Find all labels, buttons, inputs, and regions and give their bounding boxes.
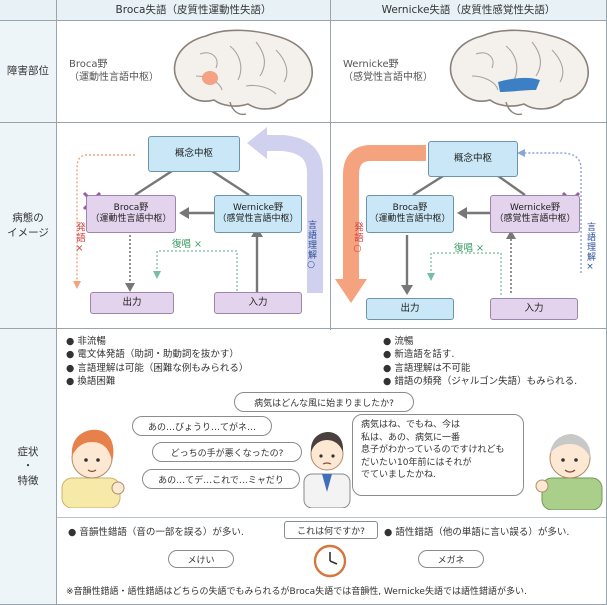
- list-item: ● 新造語を話す.: [383, 349, 455, 361]
- brain-right-illustration: [449, 29, 589, 116]
- left-wernicke-box: Wernicke野 （感覚性言語中枢）: [214, 195, 302, 233]
- brain-left-illustration: [173, 29, 313, 116]
- broca-paraphasia-note: ● 音韻性錯語（音の一部を誤る）が多い.: [68, 527, 244, 538]
- broca-patient-illustration: [61, 429, 125, 508]
- wernicke-header: Wernicke失語（皮質性感覚性失語）: [331, 0, 606, 20]
- wernicke-symptom-list: ● 流暢 ● 新造語を話す. ● 言語理解は不可能 ● 錯語の頻発（ジャルゴン失…: [383, 335, 577, 389]
- broca-answer-1: あの…びょうり…てがネ…: [132, 416, 272, 436]
- right-concept-center: 概念中枢: [428, 141, 518, 177]
- wernicke-glasses-answer: メガネ: [418, 550, 484, 568]
- list-item: ● 流暢: [383, 336, 414, 347]
- list-item: ● 非流暢: [66, 336, 106, 347]
- right-broca-box: Broca野 （運動性言語中枢）: [366, 195, 454, 233]
- right-repeat-label: 復唱 ×: [454, 243, 485, 254]
- row-label-image: 病態の イメージ: [0, 123, 56, 328]
- right-speech-label: 発語○: [352, 222, 363, 255]
- list-item: ● 換語困難: [66, 376, 116, 388]
- list-item: ● 錯語の頻発（ジャルゴン失語）もみられる.: [383, 376, 578, 388]
- row-label-lesion: 障害部位: [0, 21, 56, 122]
- wernicke-area-label: Wernicke野 （感覚性言語中枢）: [343, 59, 433, 83]
- left-concept-center: 概念中枢: [148, 136, 240, 172]
- left-speech-label: 発語×: [74, 222, 85, 255]
- left-input-box: 入力: [214, 292, 302, 314]
- doctor-illustration: [303, 432, 351, 508]
- footnote: ※音韻性錯語・語性錯語はどちらの失語でもみられるがBroca失語では音韻性, W…: [66, 587, 527, 597]
- right-input-box: 入力: [490, 298, 578, 320]
- doctor-question-2: どっちの手が悪くなったの?: [152, 442, 302, 462]
- broca-header: Broca失語（皮質性運動性失語）: [57, 0, 330, 20]
- broca-area-label: Broca野 （運動性言語中枢）: [69, 59, 159, 83]
- corner-cell: [0, 0, 56, 20]
- broca-answer-2: あの…てデ…これで…ミャだり: [142, 469, 300, 489]
- left-comprehension-label: 言語理解○: [306, 220, 316, 271]
- left-broca-box: Broca野 （運動性言語中枢）: [86, 195, 176, 233]
- wernicke-answer: 病気はね、でもね、今は 私は、あの、病気に一番 息子がわかっているのですけれども…: [352, 414, 524, 496]
- list-item: ● 言語理解は不可能: [383, 362, 471, 374]
- row-label-symptom: 症状 ・ 特徴: [0, 329, 56, 604]
- left-repeat-label: 復唱 ×: [172, 239, 203, 250]
- doctor-question-1: 病気はどんな風に始まりましたか?: [234, 392, 414, 412]
- broca-lesion-mark: [202, 71, 218, 85]
- right-comprehension-label: 言語理解×: [585, 222, 595, 273]
- broca-glasses-answer: メけい: [168, 550, 234, 568]
- list-item: ● 電文体発語（助詞・助動詞を抜かす）: [66, 349, 239, 361]
- wernicke-lesion-mark: [498, 77, 540, 92]
- wernicke-patient-illustration: [535, 434, 603, 510]
- broca-symptom-list: ● 非流暢 ● 電文体発語（助詞・助動詞を抜かす） ● 言語理解は可能（困難な例…: [66, 335, 248, 389]
- doctor-question-3: これは何ですか?: [284, 521, 378, 539]
- wernicke-paraphasia-note: ● 語性錯語（他の単語に言い誤る）が多い.: [384, 527, 570, 538]
- broca-diagram-arrows: [73, 127, 323, 295]
- right-wernicke-box: Wernicke野 （感覚性言語中枢）: [490, 195, 580, 233]
- right-output-box: 出力: [366, 298, 454, 320]
- list-item: ● 言語理解は可能（困難な例もみられる）: [66, 362, 249, 374]
- clock-icon: [313, 544, 347, 578]
- left-output-box: 出力: [90, 292, 174, 314]
